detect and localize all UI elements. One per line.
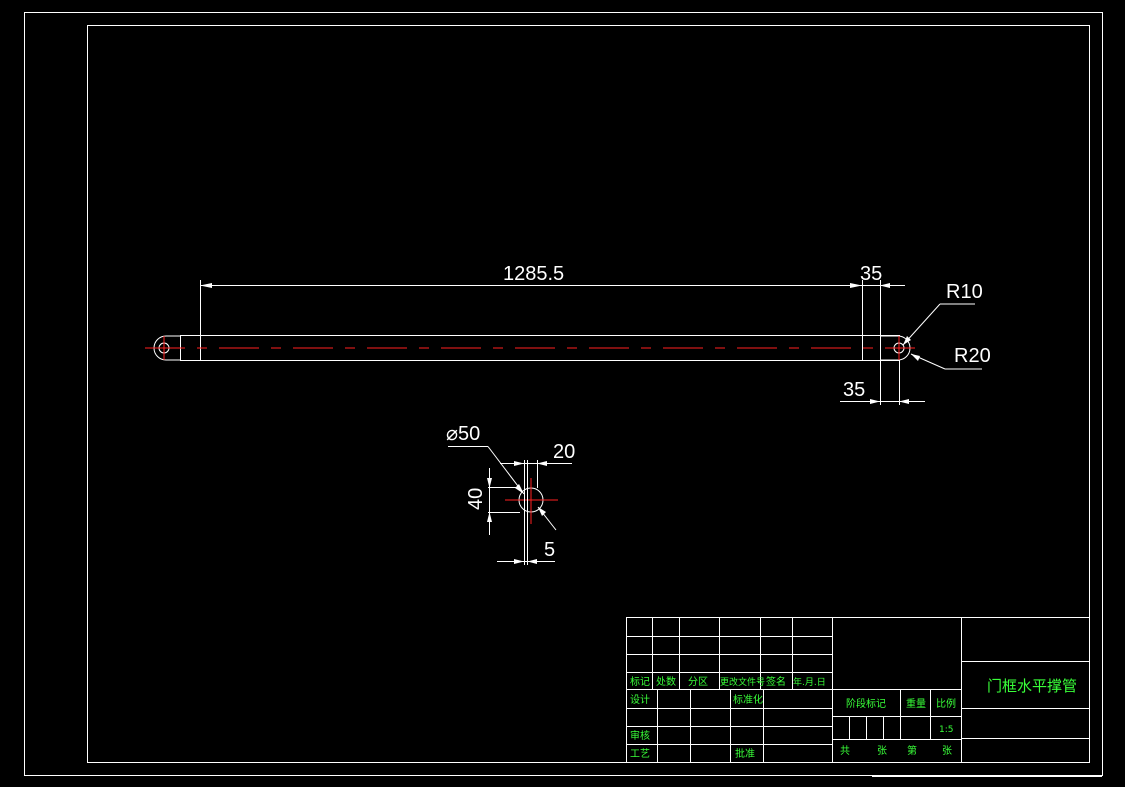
- label-total: 共: [840, 745, 850, 757]
- dim-40-text: 40: [465, 488, 487, 510]
- label-sheets: 张: [877, 745, 887, 757]
- col-mark: 标记: [630, 676, 650, 688]
- dim-end-bottom-text: 35: [843, 379, 865, 401]
- section-view: 20 40 5 ⌀50: [446, 423, 575, 565]
- dim-length: 1285.5: [200, 263, 863, 335]
- label-stage-mark: 阶段标记: [846, 697, 886, 710]
- label-sheets2: 张: [942, 745, 952, 757]
- dim-20-text: 20: [553, 441, 575, 463]
- label-weight: 重量: [906, 697, 926, 710]
- part-name: 门框水平撑管: [987, 677, 1077, 695]
- label-approve: 批准: [735, 747, 755, 760]
- dim-end-top-text: 35: [860, 263, 882, 285]
- label-scale: 比例: [936, 697, 956, 710]
- dim-5-text: 5: [544, 539, 555, 561]
- col-zone: 分区: [688, 676, 708, 688]
- dim-length-text: 1285.5: [503, 263, 564, 285]
- dim-r10: R10: [902, 281, 983, 346]
- label-standardization: 标准化: [733, 693, 763, 706]
- title-block: 标记 处数 分区 更改文件号 签名 年.月.日 设计 标准化 审核 工艺 批准 …: [626, 617, 1090, 763]
- col-signature: 签名: [766, 675, 786, 688]
- tube-main-view: [145, 335, 915, 361]
- label-process: 工艺: [630, 748, 650, 760]
- col-count: 处数: [656, 675, 676, 688]
- label-review: 审核: [630, 729, 650, 742]
- label-design: 设计: [630, 693, 650, 706]
- label-page-no: 第: [907, 744, 917, 757]
- scale-value: 1:5: [939, 725, 953, 735]
- dim-end-top: 35: [860, 263, 905, 335]
- dim-r20: R20: [910, 345, 991, 370]
- dim-r20-text: R20: [954, 345, 991, 367]
- col-change-doc: 更改文件号: [720, 676, 765, 688]
- drawing-frame: [87, 25, 1090, 763]
- sheet-outer-border: [24, 12, 1103, 776]
- dim-diameter-text: ⌀50: [446, 423, 480, 445]
- dim-r10-text: R10: [946, 281, 983, 303]
- dim-end-bottom: 35: [840, 360, 925, 405]
- col-date: 年.月.日: [793, 676, 826, 688]
